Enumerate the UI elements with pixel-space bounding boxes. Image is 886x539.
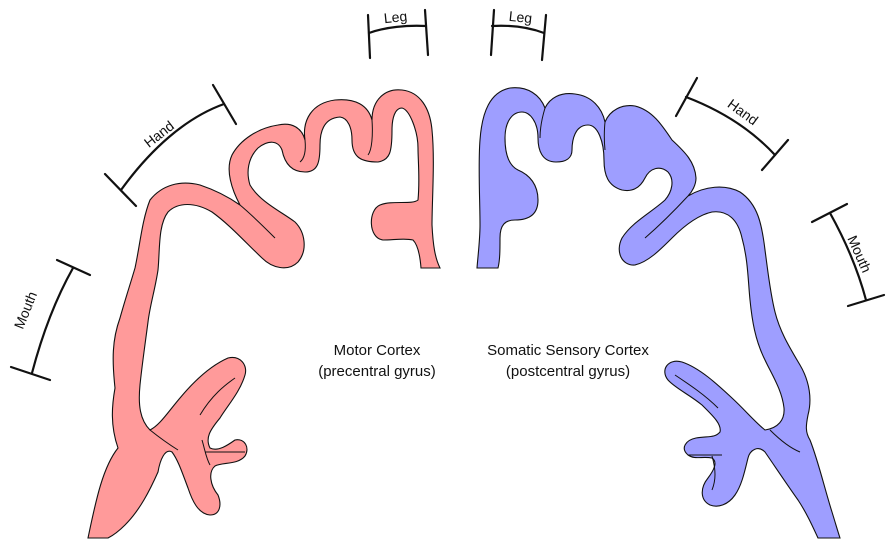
motor-cortex-gyrus	[88, 90, 440, 538]
right-leg-label: Leg	[508, 8, 533, 26]
right-hand-label: Hand	[725, 96, 761, 129]
sensory-title: Somatic Sensory Cortex	[487, 342, 649, 359]
sensory-subtitle: (postcentral gyrus)	[506, 363, 630, 380]
right-mouth-bracket	[812, 204, 884, 306]
left-leg-label: Leg	[383, 8, 408, 26]
right-hand-bracket	[676, 78, 788, 170]
left-mouth-label: Mouth	[11, 289, 40, 331]
motor-title: Motor Cortex	[334, 342, 421, 359]
motor-subtitle: (precentral gyrus)	[318, 363, 436, 380]
sensory-cortex-gyrus	[477, 88, 840, 538]
